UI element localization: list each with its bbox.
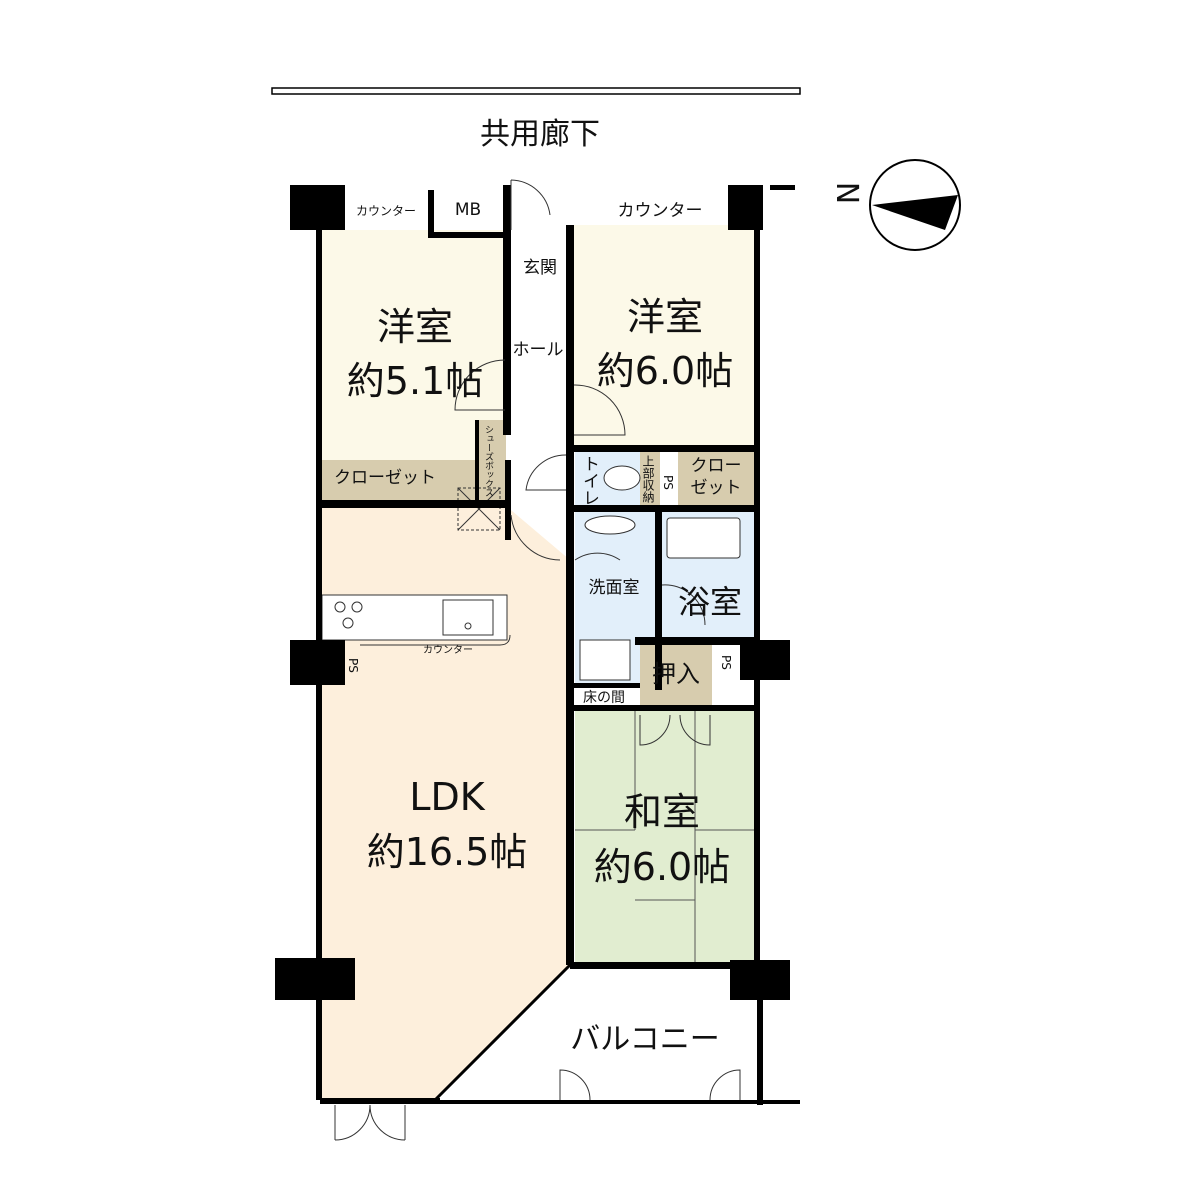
upper-storage-label: 上部収納 xyxy=(641,455,655,503)
walls xyxy=(275,185,800,1105)
north-arrow-icon xyxy=(872,195,958,230)
corridor-line xyxy=(271,87,801,95)
western-room-1-size: 約5.1帖 xyxy=(346,359,484,403)
japanese-room-size: 約6.0帖 xyxy=(593,845,731,889)
tokonoma-label: 床の間 xyxy=(583,690,625,706)
western-room-2-fill xyxy=(572,225,757,447)
ps-label-2: PS xyxy=(346,658,360,673)
toilet-label: トイレ xyxy=(579,455,599,506)
shoes-box-fill xyxy=(478,420,506,500)
stove-icon xyxy=(334,601,363,629)
closet-right-fill xyxy=(678,450,756,505)
western-room-1-name: 洋室 xyxy=(376,305,454,349)
closet-left-label: クローゼット xyxy=(334,468,436,488)
hall-label: ホール xyxy=(512,340,564,360)
mb-label: MB xyxy=(454,200,482,220)
washroom-label: 洗面室 xyxy=(588,578,640,598)
western-room-2-size: 約6.0帖 xyxy=(596,349,734,393)
sink xyxy=(442,599,494,636)
ps-label-3: PS xyxy=(719,655,733,670)
japanese-room-fill xyxy=(575,710,756,962)
corridor-label: 共用廊下 xyxy=(480,117,600,152)
counter-kitchen-label: カウンター xyxy=(423,645,473,656)
counter-left-label: カウンター xyxy=(355,204,417,218)
doors xyxy=(334,179,741,1141)
oshiire-fill xyxy=(640,645,712,705)
counter-right-label: カウンター xyxy=(617,201,703,221)
compass xyxy=(869,159,961,251)
ldk-name: LDK xyxy=(409,775,485,819)
balcony-fill xyxy=(440,968,757,1100)
closet-right-label: クローゼット xyxy=(690,456,742,499)
tatami-lines xyxy=(575,710,756,962)
bathtub xyxy=(666,517,741,559)
bath-label: 浴室 xyxy=(677,583,743,621)
oshiire-label: 押入 xyxy=(652,660,700,688)
compass-north-label: N xyxy=(829,181,865,205)
ldk-fill xyxy=(320,505,570,1100)
japanese-room-name: 和室 xyxy=(623,790,701,834)
western-room-2-name: 洋室 xyxy=(626,295,704,339)
shoes-box-label: シューズボックス xyxy=(483,425,493,497)
balcony-label: バルコニー xyxy=(570,1022,720,1057)
upper-storage-fill xyxy=(640,450,660,505)
ps-label-1: PS xyxy=(661,475,675,490)
closet-left-fill xyxy=(320,460,475,500)
entrance-label: 玄関 xyxy=(523,258,557,278)
ldk-size: 約16.5帖 xyxy=(366,830,528,874)
